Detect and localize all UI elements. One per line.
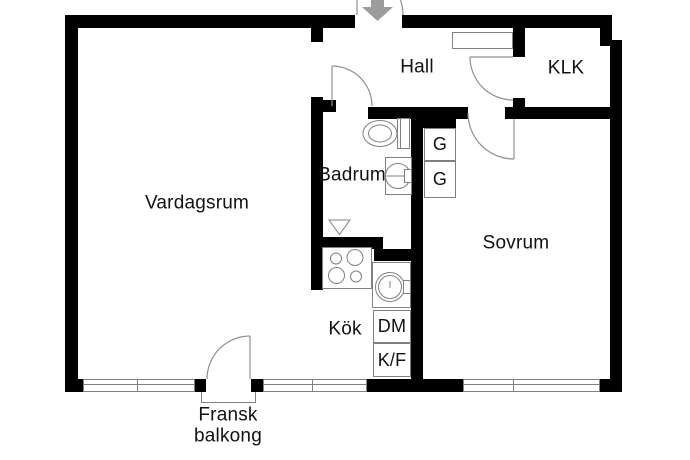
french-balcony-door [206, 335, 251, 380]
shower-icon [328, 219, 351, 236]
door-arc [399, 0, 404, 16]
badrum-door [331, 65, 373, 107]
wall-top-left [65, 15, 355, 28]
dishwasher-box [373, 310, 411, 343]
entrance-door [356, 0, 404, 16]
wall-left [65, 15, 78, 392]
window-bedroom [463, 379, 600, 392]
klk-door [469, 56, 514, 101]
kitchen-sink-icon [372, 262, 411, 308]
door-arc [331, 65, 373, 107]
balcony-label-line1: Fransk [198, 404, 258, 426]
hall-shelf [452, 32, 513, 49]
french-balcony-frame [201, 392, 256, 403]
windows [83, 379, 600, 403]
room-label-hall: Hall [400, 56, 434, 78]
wardrobe-label-2: G [432, 169, 448, 189]
wall-right [610, 40, 622, 392]
fridge-freezer-label: K/F [377, 350, 407, 370]
dishwasher-label: DM [377, 316, 407, 336]
room-label-klk: KLK [547, 57, 585, 79]
window-livingroom-left [83, 379, 195, 392]
window-livingroom-right [263, 379, 367, 392]
doors [206, 0, 515, 380]
bathroom-sink-icon [385, 157, 412, 195]
balcony-label-line2: balkong [194, 425, 262, 447]
klk-south-wall [505, 107, 610, 119]
central-vertical-wall [411, 107, 423, 379]
room-label-sovrum: Sovrum [482, 232, 550, 254]
wardrobe-label-1: G [432, 134, 448, 154]
fridge-freezer-box [373, 343, 411, 377]
badrum-door-nib [323, 100, 336, 112]
wardrobe-box-2 [424, 161, 456, 198]
room-label-kok: Kök [328, 318, 362, 340]
door-arc [467, 112, 515, 160]
wall-top-right [402, 15, 612, 28]
room-label-vardagsrum: Vardagsrum [144, 192, 250, 214]
sovrum-door [467, 112, 515, 160]
wardrobe-box-1 [424, 128, 456, 161]
fixtures [322, 32, 513, 377]
badrum-west-wall [311, 97, 323, 290]
toilet-icon [362, 118, 410, 149]
door-arc [469, 56, 514, 101]
door-arc [206, 335, 251, 380]
klk-west-stub [513, 28, 525, 57]
stove-icon [322, 247, 372, 289]
wall-corner-notch [600, 28, 612, 46]
room-label-badrum: Badrum [318, 164, 386, 186]
wardrobe-top-bar [423, 119, 456, 128]
entrance-arrow-icon [362, 0, 393, 21]
badrum-south-wall [311, 237, 383, 249]
inner-walls [311, 28, 610, 379]
french-door-opening [206, 379, 251, 392]
kitchen-nook-bar [374, 249, 411, 261]
hall-west-stub [311, 28, 323, 42]
